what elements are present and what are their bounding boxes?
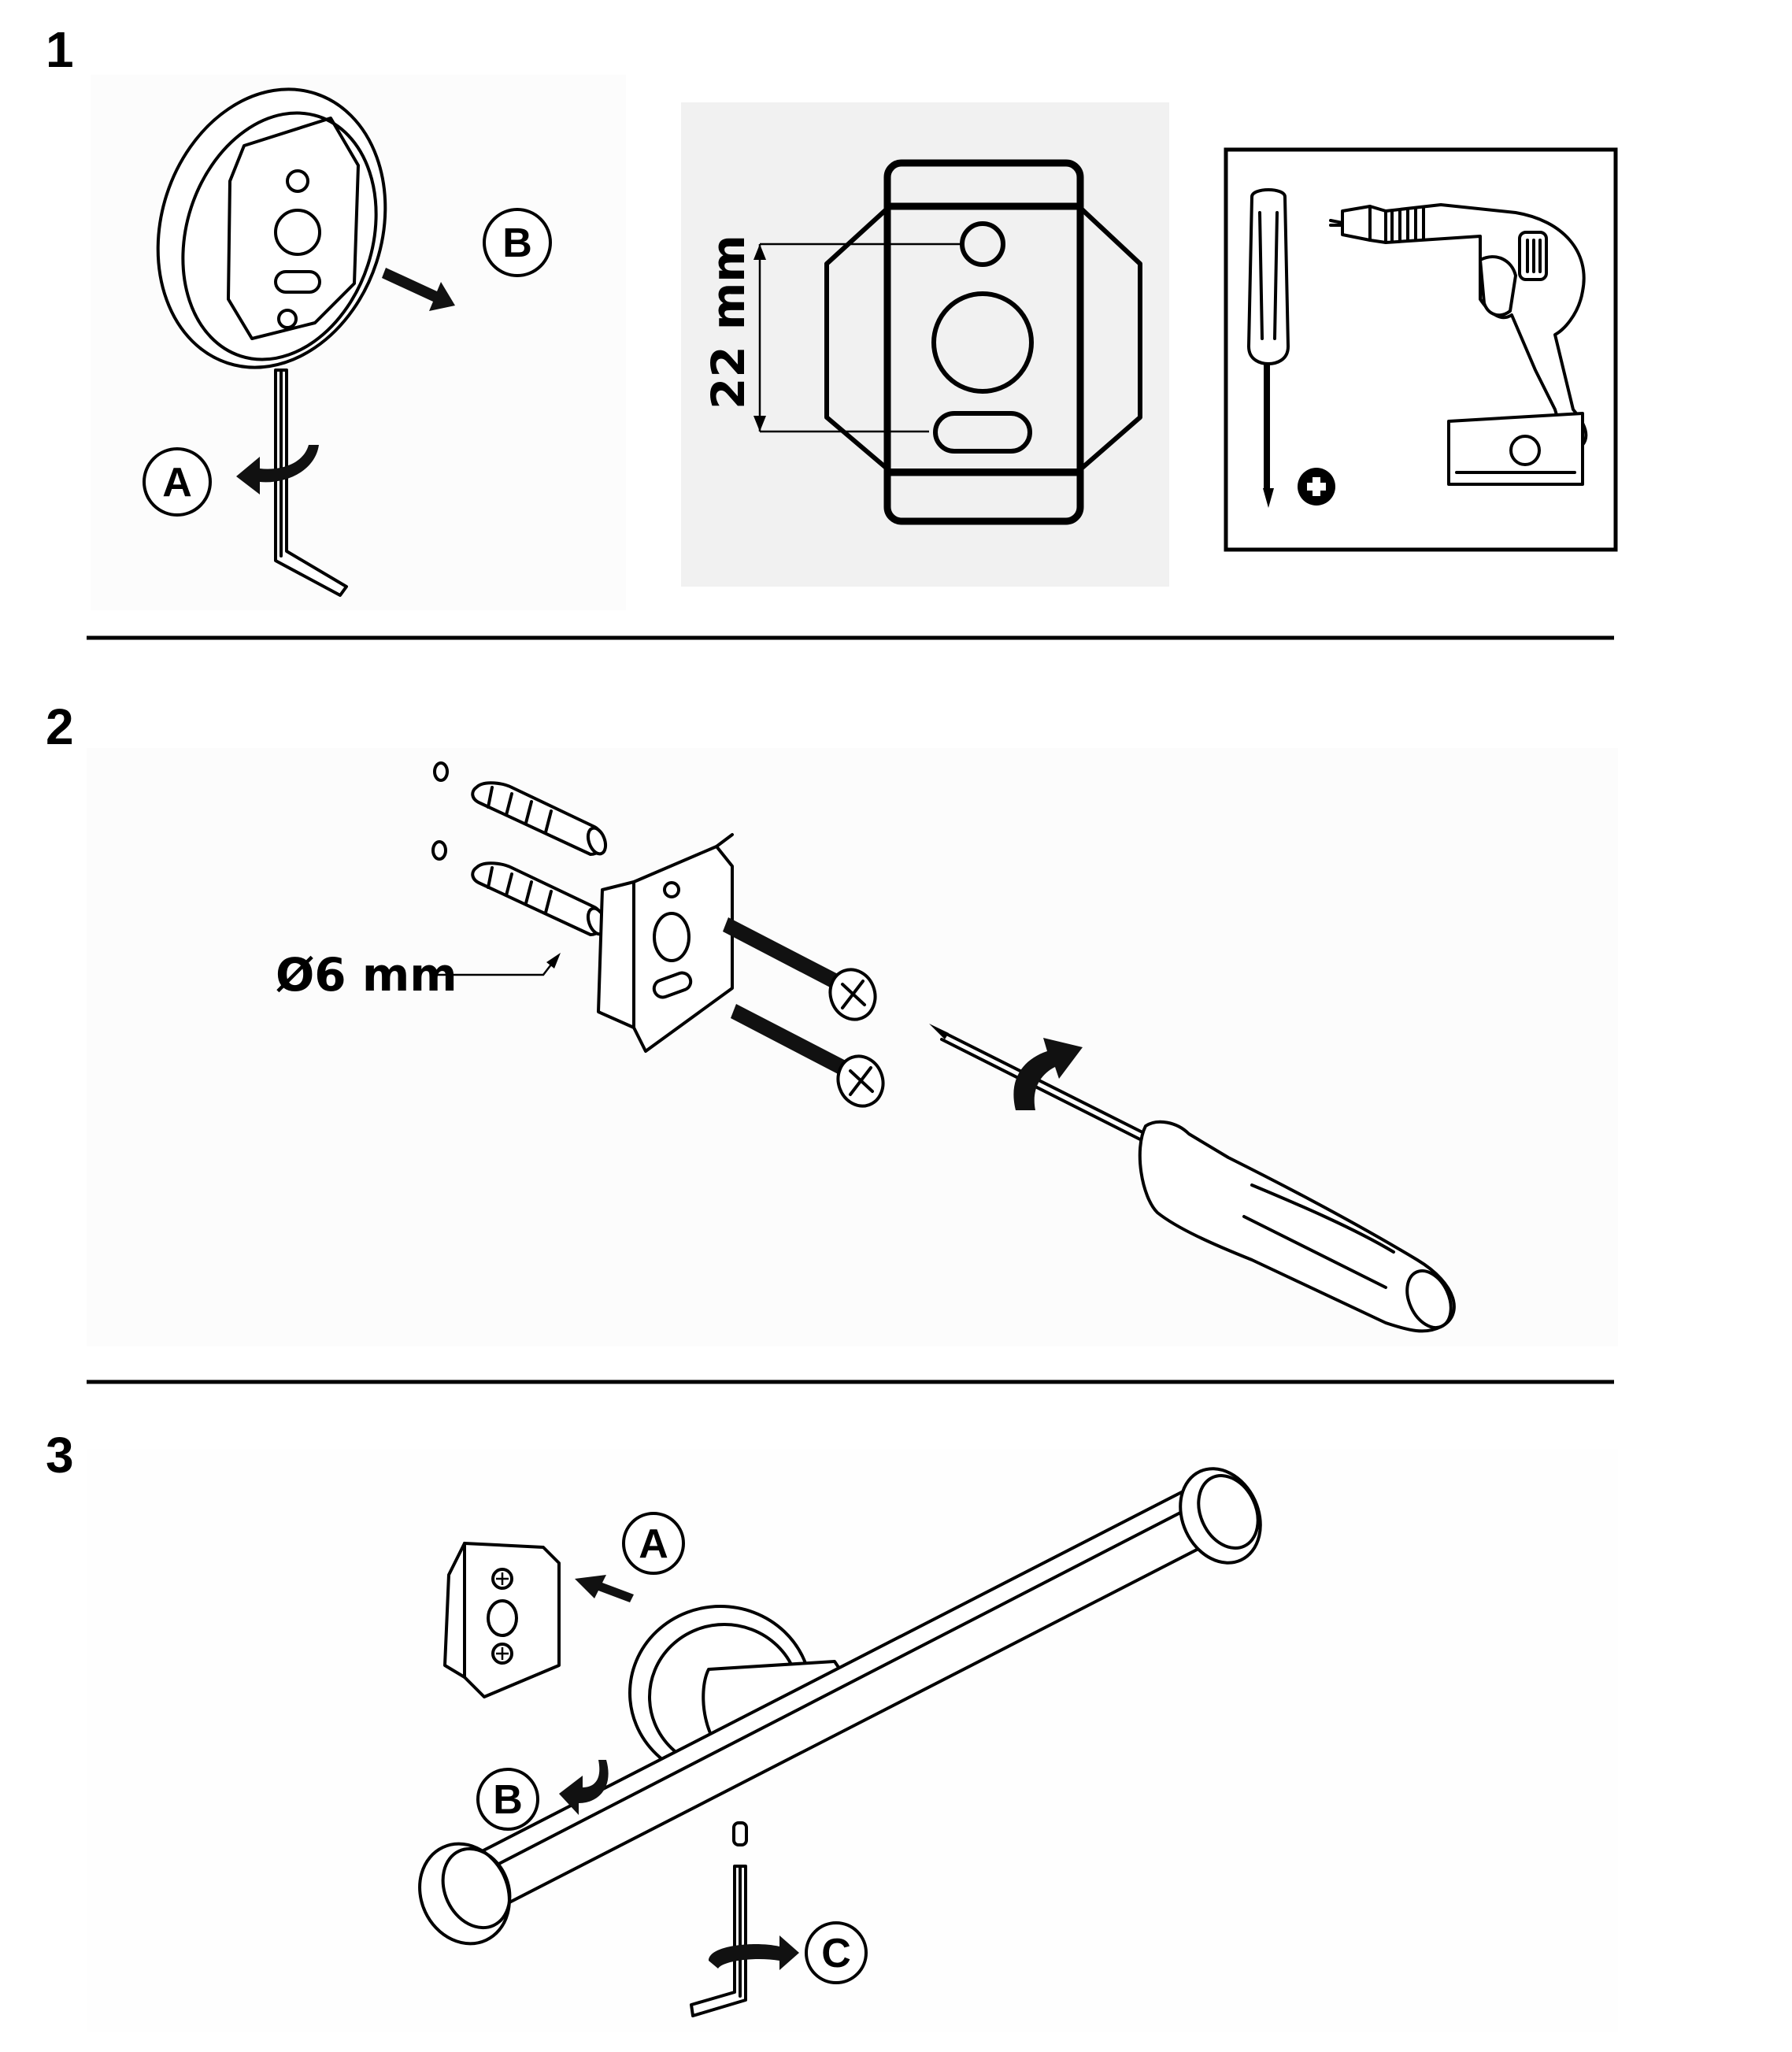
mounting-bracket — [597, 833, 734, 1053]
svg-text:A: A — [162, 460, 192, 506]
step-1-plate-dimension-diagram — [681, 102, 1169, 587]
wall-plug-top — [471, 781, 608, 856]
step-1-dimension-label: 22 mm — [702, 235, 755, 409]
screw-bottom — [731, 1004, 885, 1108]
step-3-callout-b: B — [476, 1768, 539, 1831]
svg-text:C: C — [821, 1931, 851, 1976]
svg-text:B: B — [493, 1777, 523, 1823]
step-1-callout-a: A — [143, 447, 212, 517]
step-1-base-illustration — [91, 75, 626, 610]
step-2-illustration — [87, 748, 1618, 1346]
step-1-tools-box — [1224, 147, 1618, 552]
step-3-callout-a: A — [622, 1512, 685, 1575]
drill-icon — [1329, 203, 1588, 486]
step-3-number: 3 — [46, 1427, 74, 1483]
svg-text:A: A — [639, 1521, 668, 1567]
plus-circle-icon — [1298, 468, 1335, 506]
screwdriver-icon — [1247, 188, 1290, 508]
step-1-callout-b: B — [483, 208, 552, 277]
step-3-callout-c: C — [805, 1921, 868, 1984]
svg-text:B: B — [502, 220, 532, 266]
mounting-bracket — [443, 1542, 561, 1698]
screwdriver-icon — [929, 1024, 1456, 1333]
screw-top — [723, 917, 877, 1021]
step-2-dimension-label: Ø6 mm — [276, 948, 457, 1002]
step-2-number: 2 — [46, 698, 74, 755]
step-1-number: 1 — [46, 21, 74, 78]
